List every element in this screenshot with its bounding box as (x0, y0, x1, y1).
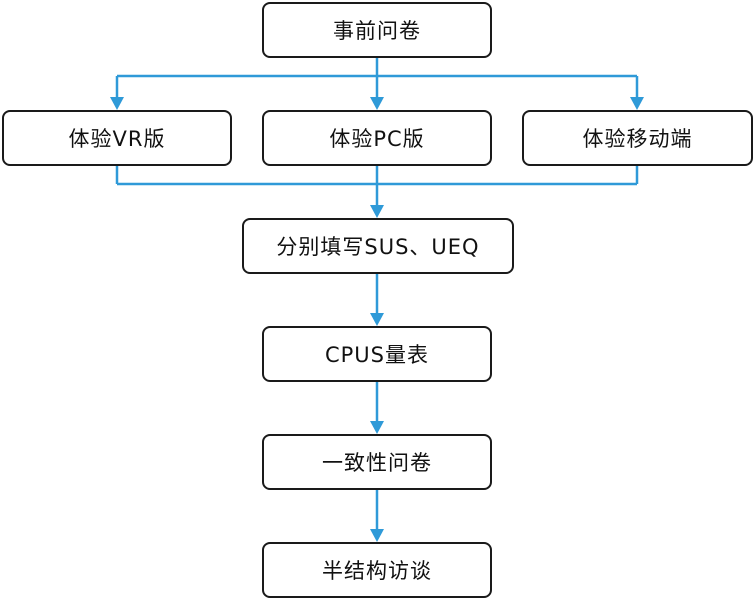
node-interview: 半结构访谈 (262, 542, 492, 598)
node-label: 一致性问卷 (322, 451, 432, 475)
node-cpus: CPUS量表 (262, 326, 492, 382)
node-label: 体验PC版 (329, 127, 425, 151)
arrowhead-to-interview (370, 529, 384, 542)
node-label: 半结构访谈 (322, 559, 432, 583)
node-consistency: 一致性问卷 (262, 434, 492, 490)
node-label: 分别填写SUS、UEQ (276, 235, 480, 259)
arrowhead-to-consistency (370, 421, 384, 434)
arrowhead-to-pc (370, 97, 384, 110)
node-sus-ueq: 分别填写SUS、UEQ (242, 218, 514, 274)
node-label: CPUS量表 (324, 343, 430, 367)
node-pre-questionnaire: 事前问卷 (262, 2, 492, 58)
node-label: 体验移动端 (582, 127, 693, 151)
node-label: 体验VR版 (68, 127, 166, 151)
arrowhead-to-vr (110, 97, 124, 110)
node-label: 事前问卷 (333, 19, 421, 43)
node-pc: 体验PC版 (262, 110, 492, 166)
node-mobile: 体验移动端 (522, 110, 753, 166)
arrowhead-to-mobile (630, 97, 644, 110)
arrowhead-to-cpus (370, 313, 384, 326)
arrowhead-to-sus (370, 205, 384, 218)
node-vr: 体验VR版 (2, 110, 232, 166)
